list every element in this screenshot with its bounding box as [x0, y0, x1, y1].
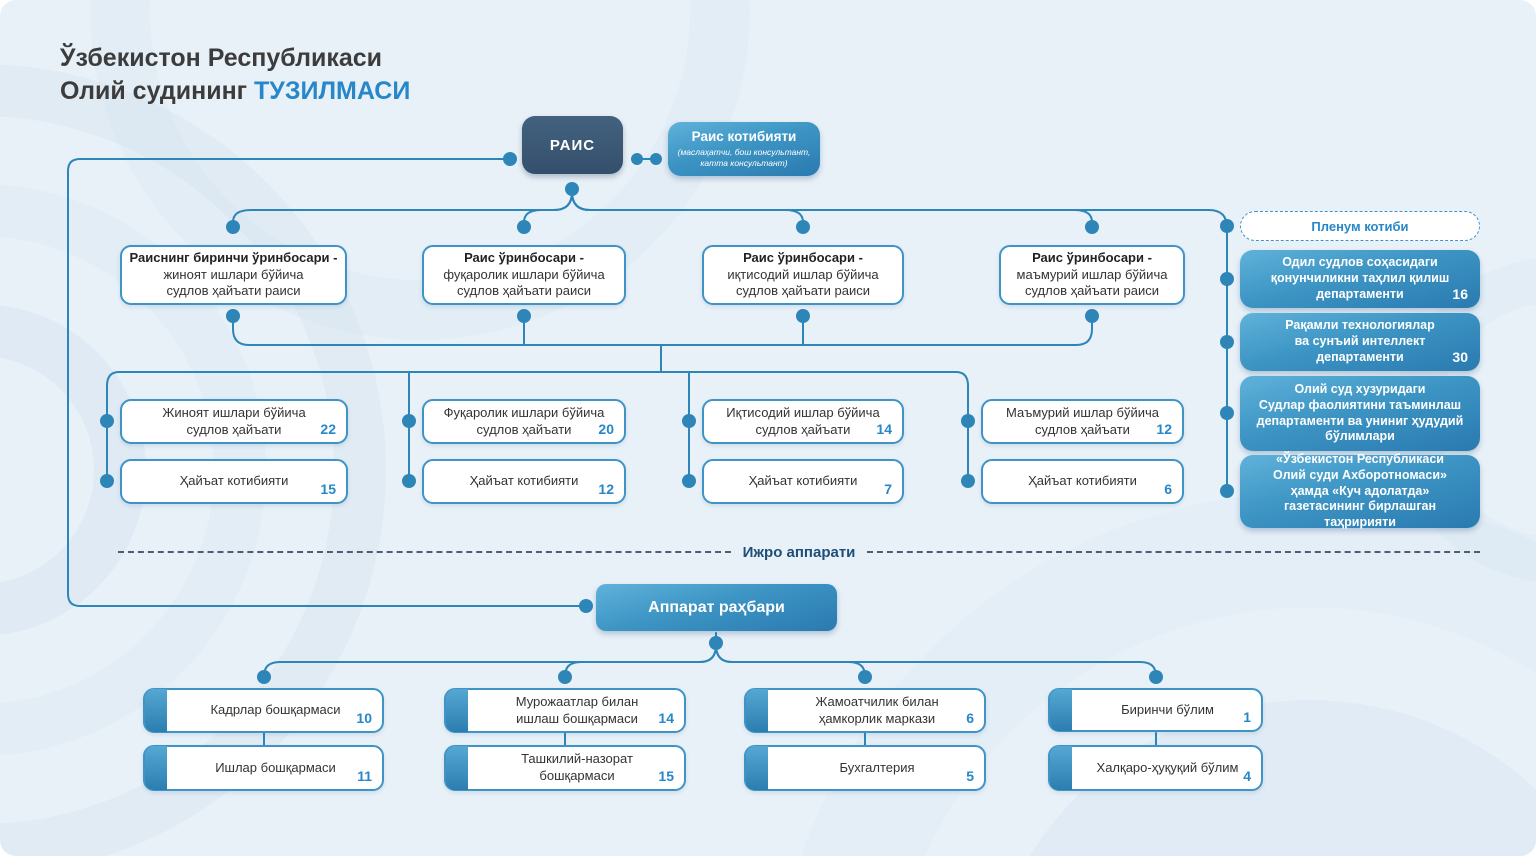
staff-count-badge: 10 — [356, 710, 372, 727]
unit-node-international-law: Халқаро-ҳуқуқий бўлим 4 — [1048, 745, 1263, 791]
title-line1: Ўзбекистон Республикаси — [60, 44, 383, 72]
unit-node-accounting: Бухгалтерия 5 — [744, 745, 986, 791]
staff-count-badge: 14 — [658, 710, 674, 727]
title-highlight: ТУЗИЛМАСИ — [254, 76, 411, 105]
staff-count-badge: 6 — [966, 710, 974, 727]
connector-dots — [100, 152, 1234, 684]
department-node-digital-tech: Рақамли технологиялар ва сунъий интеллек… — [1240, 313, 1480, 371]
panel-secretariat-node-administrative: Ҳайъат котибияти 6 — [981, 459, 1184, 504]
executive-apparatus-divider: Ижро аппарати — [118, 543, 1481, 561]
staff-count-badge: 6 — [1164, 481, 1172, 498]
unit-node-appeals: Мурожаатлар билан ишлаш бошқармаси 14 — [444, 688, 686, 733]
unit-node-hr: Кадрлар бошқармаси 10 — [143, 688, 384, 733]
panel-node-economic: Иқтисодий ишлар бўйича судлов ҳайъати 14 — [702, 399, 904, 444]
staff-count-badge: 12 — [598, 481, 614, 498]
department-node-editorial: «Ўзбекистон Республикаси Олий суди Ахбор… — [1240, 452, 1480, 529]
secretariat-subtitle: (маслаҳатчи, бош консультант, катта конс… — [677, 147, 811, 168]
panel-secretariat-node-economic: Ҳайъат котибияти 7 — [702, 459, 904, 504]
panel-secretariat-node-civil: Ҳайъат котибияти 12 — [422, 459, 626, 504]
deputy-node-criminal: Раиснинг биринчи ўринбосари - жиноят ишл… — [120, 245, 347, 305]
chairman-label: РАИС — [549, 136, 596, 154]
staff-count-badge: 5 — [966, 768, 974, 785]
staff-count-badge: 20 — [598, 421, 614, 438]
unit-node-affairs: Ишлар бошқармаси 11 — [143, 745, 384, 791]
panel-node-civil: Фуқаролик ишлари бўйича судлов ҳайъати 2… — [422, 399, 626, 444]
staff-count-badge: 15 — [320, 481, 336, 498]
secretariat-title: Раис котибияти — [691, 129, 797, 145]
deputy-node-administrative: Раис ўринбосари - маъмурий ишлар бўйича … — [999, 245, 1185, 305]
department-node-court-support: Олий суд хузуридаги Судлар фаолиятини та… — [1240, 376, 1480, 451]
page-title: Ўзбекистон Республикаси Олий судининг ТУ… — [60, 42, 410, 107]
staff-count-badge: 1 — [1243, 709, 1251, 726]
apparatus-head-node: Аппарат раҳбари — [596, 584, 837, 631]
panel-secretariat-node-criminal: Ҳайъат котибияти 15 — [120, 459, 348, 504]
staff-count-badge: 4 — [1243, 768, 1251, 785]
divider-dash-left — [118, 551, 731, 553]
plenum-secretary-node: Пленум котиби — [1240, 211, 1480, 241]
staff-count-badge: 12 — [1156, 421, 1172, 438]
deputy-node-economic: Раис ўринбосари - иқтисодий ишлар бўйича… — [702, 245, 904, 305]
chairman-node: РАИС — [522, 116, 623, 174]
panel-node-criminal: Жиноят ишлари бўйича судлов ҳайъати 22 — [120, 399, 348, 444]
unit-node-first-division: Биринчи бўлим 1 — [1048, 688, 1263, 732]
staff-count-badge: 22 — [320, 421, 336, 438]
staff-count-badge: 15 — [658, 768, 674, 785]
staff-count-badge: 7 — [884, 481, 892, 498]
chairman-secretariat-node: Раис котибияти (маслаҳатчи, бош консульт… — [668, 122, 820, 176]
panel-node-administrative: Маъмурий ишлар бўйича судлов ҳайъати 12 — [981, 399, 1184, 444]
divider-dash-right — [867, 551, 1481, 553]
staff-count-badge: 16 — [1452, 286, 1468, 303]
staff-count-badge: 30 — [1452, 349, 1468, 366]
title-line2: Олий судининг ТУЗИЛМАСИ — [60, 76, 411, 105]
staff-count-badge: 11 — [357, 768, 372, 785]
deputy-node-civil: Раис ўринбосари - фуқаролик ишлари бўйич… — [422, 245, 626, 305]
unit-node-public-center: Жамоатчилик билан ҳамкорлик маркази 6 — [744, 688, 986, 733]
unit-node-org-control: Ташкилий-назорат бошқармаси 15 — [444, 745, 686, 791]
department-node-law-analysis: Одил судлов соҳасидаги қонунчиликни таҳл… — [1240, 250, 1480, 308]
staff-count-badge: 14 — [876, 421, 892, 438]
divider-label: Ижро аппарати — [742, 543, 856, 561]
